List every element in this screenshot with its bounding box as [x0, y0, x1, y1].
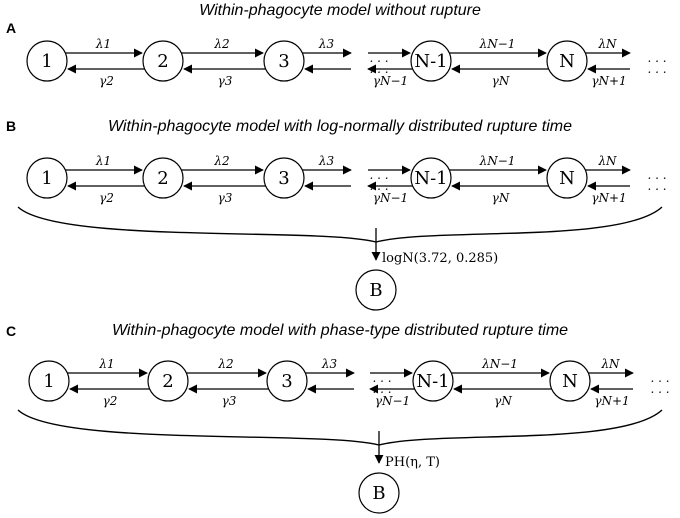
backward-rate-label: γ3	[222, 394, 237, 408]
forward-rate-label: λN−1	[479, 37, 516, 51]
ellipsis: . . .	[647, 179, 666, 193]
panel-title-b: Within-phagocyte model with log-normally…	[107, 118, 573, 135]
state-circle	[142, 157, 184, 199]
state-circle	[546, 40, 588, 82]
forward-rate-label: λN−1	[479, 154, 516, 168]
rupture-distribution-label: PH(η, T)	[385, 455, 440, 470]
state-label: 2	[157, 51, 168, 72]
state-circle	[266, 360, 308, 402]
backward-rate-label: γN+1	[594, 394, 629, 408]
forward-rate-label: λN	[600, 357, 620, 371]
absorbing-state-circle	[358, 472, 400, 514]
state-label: N	[559, 51, 575, 72]
panel-title-a: Within-phagocyte model without rupture	[199, 2, 481, 19]
state-circle	[28, 360, 70, 402]
backward-rate-label: γN+1	[591, 74, 626, 88]
state-label: 2	[157, 168, 168, 189]
ellipsis: . . .	[372, 371, 391, 385]
backward-rate-label: γ2	[99, 74, 114, 88]
state-label: N-1	[416, 371, 449, 392]
state-label: N-1	[414, 51, 447, 72]
backward-rate-label: γN	[492, 74, 510, 88]
ellipsis: . . .	[369, 51, 388, 65]
state-label: 2	[162, 371, 173, 392]
rupture-distribution-label: logN(3.72, 0.285)	[382, 251, 498, 266]
absorbing-state-label: B	[369, 280, 382, 301]
state-circle	[546, 157, 588, 199]
ellipsis: . . .	[650, 382, 669, 396]
backward-rate-label: γ3	[218, 74, 233, 88]
ellipsis: . . .	[647, 168, 666, 182]
ellipsis: . . .	[369, 168, 388, 182]
state-label: 1	[41, 168, 52, 189]
panel-letter-b: B	[6, 118, 17, 134]
state-label: 3	[278, 51, 289, 72]
forward-rate-label: λN	[597, 37, 617, 51]
state-circle	[142, 40, 184, 82]
backward-rate-label: γ2	[103, 394, 118, 408]
forward-rate-label: λN	[597, 154, 617, 168]
forward-rate-label: λ3	[318, 37, 335, 51]
state-label: N	[562, 371, 578, 392]
state-circle	[263, 157, 305, 199]
forward-rate-label: λ2	[213, 37, 229, 51]
state-circle	[263, 40, 305, 82]
state-circle	[549, 360, 591, 402]
state-circle	[412, 360, 454, 402]
state-circle	[410, 157, 452, 199]
absorbing-state-circle	[355, 269, 397, 311]
panel-title-c: Within-phagocyte model with phase-type d…	[111, 322, 569, 339]
ellipsis: . . .	[647, 51, 666, 65]
state-label: 3	[281, 371, 292, 392]
forward-rate-label: λ2	[217, 357, 233, 371]
state-label: N-1	[414, 168, 447, 189]
backward-rate-label: γN+1	[591, 191, 626, 205]
forward-rate-label: λ1	[98, 357, 114, 371]
forward-rate-label: λ1	[95, 154, 111, 168]
state-label: 1	[43, 371, 54, 392]
backward-rate-label: γN−1	[373, 191, 408, 205]
absorbing-state-label: B	[372, 483, 385, 504]
state-circle	[26, 40, 68, 82]
state-label: N	[559, 168, 575, 189]
forward-rate-label: λ3	[321, 357, 338, 371]
backward-rate-label: γ3	[218, 191, 233, 205]
ellipsis: . . .	[650, 371, 669, 385]
panel-letter-a: A	[6, 20, 17, 36]
backward-rate-label: γ2	[99, 191, 114, 205]
state-circle	[410, 40, 452, 82]
forward-rate-label: λ2	[213, 154, 229, 168]
forward-rate-label: λ1	[95, 37, 111, 51]
state-circle	[26, 157, 68, 199]
state-label: 3	[278, 168, 289, 189]
backward-rate-label: γN−1	[375, 394, 410, 408]
backward-rate-label: γN	[492, 191, 510, 205]
state-circle	[147, 360, 189, 402]
forward-rate-label: λ3	[318, 154, 335, 168]
ellipsis: . . .	[647, 62, 666, 76]
rupture-brace	[17, 409, 663, 446]
state-label: 1	[41, 51, 52, 72]
backward-rate-label: γN−1	[373, 74, 408, 88]
rupture-brace	[17, 206, 663, 243]
panel-letter-c: C	[6, 323, 17, 339]
backward-rate-label: γN	[494, 394, 512, 408]
forward-rate-label: λN−1	[481, 357, 518, 371]
